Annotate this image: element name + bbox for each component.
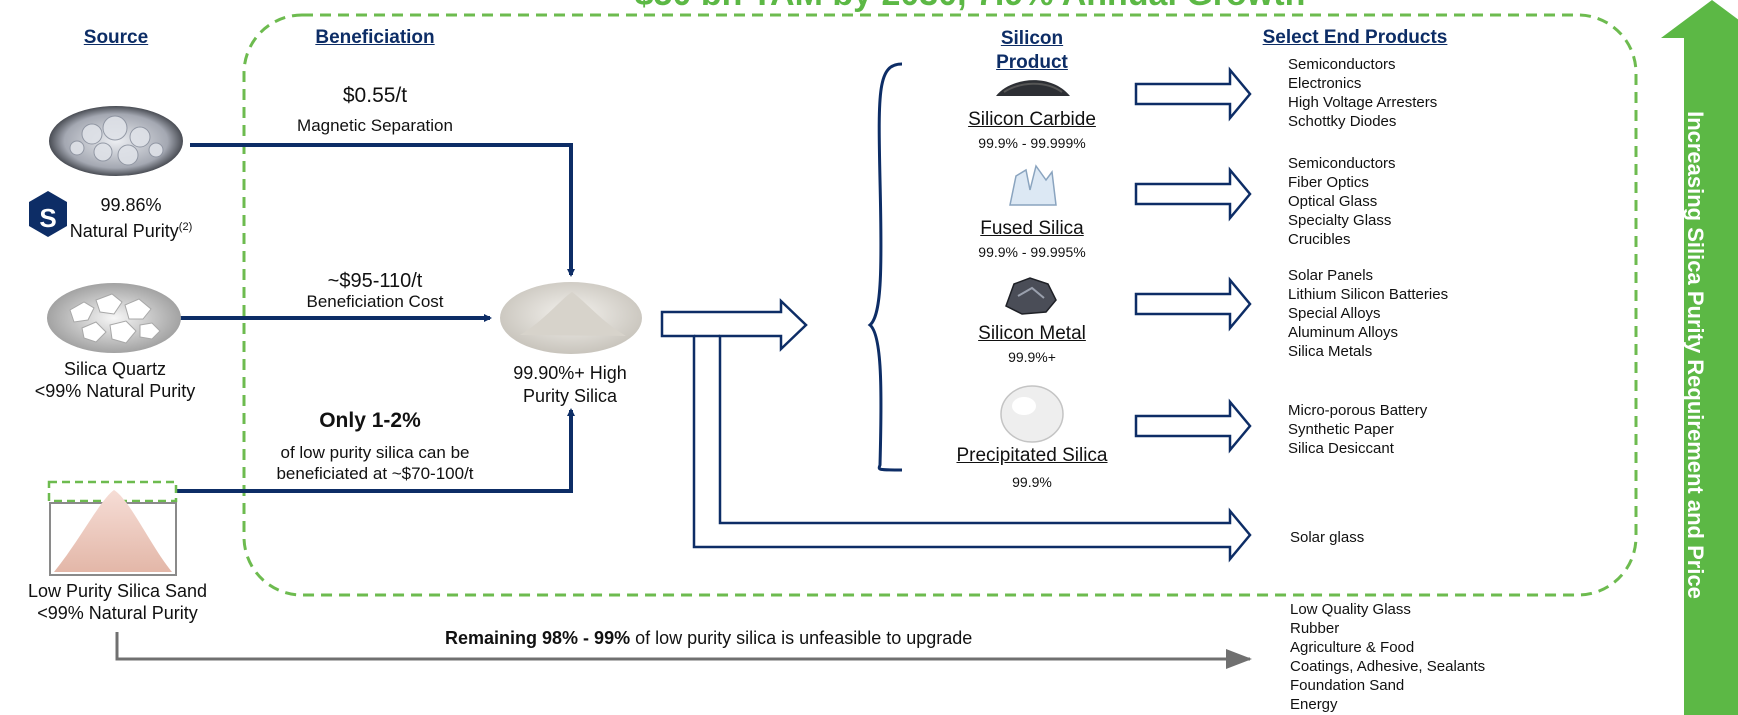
product-brace (867, 62, 903, 472)
end-product-item: Foundation Sand (1290, 677, 1405, 694)
fused-silica-icon (1009, 164, 1057, 206)
end-product-item: Optical Glass (1288, 193, 1378, 210)
end-product-item: Silica Metals (1288, 343, 1373, 360)
low-purity-sand-name: Low Purity Silica Sand (27, 581, 208, 601)
end-products-solar-glass: Solar glass (1290, 528, 1364, 547)
silica-quartz-purity: <99% Natural Purity (34, 381, 196, 401)
silica-quartz-image (47, 283, 181, 353)
end-products-silicon-carbide: Semiconductors Electronics High Voltage … (1288, 55, 1437, 131)
magnetic-separation-arrow (190, 143, 575, 277)
silica-quartz-label: Silica Quartz <99% Natural Purity (10, 358, 220, 402)
high-purity-flow-arrow (660, 298, 1252, 563)
high-purity-line1: 99.90%+ High (513, 363, 627, 383)
only-percent-line2: beneficiated at ~$70-100/t (276, 464, 474, 483)
header-silicon-product: Silicon Product (976, 27, 1088, 75)
product-purity: 99.9%+ (1008, 349, 1056, 365)
beneficiation-cost-label: Beneficiation Cost (306, 292, 444, 311)
product-name: Precipitated Silica (956, 445, 1108, 466)
low-purity-sand-purity: <99% Natural Purity (37, 603, 198, 623)
natural-purity-value: 99.86% (100, 195, 162, 215)
product-purity: 99.9% (1012, 474, 1052, 490)
end-product-item: Semiconductors (1288, 155, 1396, 172)
header-beneficiation: Beneficiation (315, 27, 435, 48)
end-product-item: Special Alloys (1288, 305, 1381, 322)
logo-letter: S (39, 203, 57, 233)
remaining-bold-1: Remaining (445, 628, 538, 648)
end-products-precipitated-silica: Micro-porous Battery Synthetic Paper Sil… (1288, 401, 1427, 458)
end-product-item: Fiber Optics (1288, 174, 1369, 191)
market-banner: $50 bn TAM by 2030, 7.9% Annual Growth (560, 0, 1380, 12)
silica-quartz-name: Silica Quartz (63, 359, 167, 379)
end-product-item: High Voltage Arresters (1288, 94, 1438, 111)
silicon-carbide-icon (996, 80, 1070, 96)
company-logo (29, 191, 67, 237)
only-percent-line1: of low purity silica can be (280, 443, 470, 462)
natural-purity-text: Natural Purity(2) (46, 216, 216, 242)
header-source: Source (83, 27, 149, 48)
end-products-fused-silica: Semiconductors Fiber Optics Optical Glas… (1288, 154, 1396, 249)
end-product-item: Silica Desiccant (1288, 440, 1394, 457)
unfeasible-upgrade-arrow (115, 632, 1252, 669)
product-precipitated-silica: Precipitated Silica 99.9% (940, 444, 1124, 496)
high-purity-line2: Purity Silica (522, 386, 618, 406)
magnetic-cost: $0.55/t (342, 84, 408, 107)
product-silicon-carbide: Silicon Carbide 99.9% - 99.999% (950, 108, 1114, 154)
low-purity-upgrade-arrow (176, 408, 575, 493)
product-purity: 99.9% - 99.999% (978, 135, 1086, 151)
magnetic-label: Magnetic Separation (297, 116, 453, 135)
arrow-precipitated-silica (1134, 398, 1252, 454)
end-product-item: Schottky Diodes (1288, 113, 1397, 130)
product-name: Silicon Metal (978, 323, 1086, 344)
end-product-item: Energy (1290, 696, 1338, 713)
arrow-silicon-metal (1134, 276, 1252, 332)
beneficiation-cost-value: ~$95-110/t (327, 270, 423, 292)
remaining-bold-2: 98% - 99% (542, 628, 631, 648)
end-products-silicon-metal: Solar Panels Lithium Silicon Batteries S… (1288, 266, 1448, 361)
natural-purity-caption: Natural Purity (69, 221, 179, 241)
header-end-products: Select End Products (1262, 27, 1448, 48)
end-product-item: Crucibles (1288, 231, 1351, 248)
remaining-rest: of low purity silica is unfeasible to up… (635, 628, 973, 648)
product-silicon-metal: Silicon Metal 99.9%+ (950, 322, 1114, 368)
header-silicon-product-line2: Product (996, 52, 1068, 73)
end-product-item: Micro-porous Battery (1288, 402, 1428, 419)
natural-silica-image (49, 106, 183, 176)
end-product-item: Lithium Silicon Batteries (1288, 286, 1449, 303)
end-product-item: Coatings, Adhesive, Sealants (1290, 658, 1486, 675)
end-product-item: Aluminum Alloys (1288, 324, 1399, 341)
end-product-item: Electronics (1288, 75, 1362, 92)
end-product-item: Rubber (1290, 620, 1340, 637)
arrow-fused-silica (1134, 166, 1252, 222)
side-label: Increasing Silica Purity Requirement and… (1683, 111, 1708, 599)
end-product-item: Agriculture & Food (1290, 639, 1415, 656)
end-products-low-quality: Low Quality Glass Rubber Agriculture & F… (1290, 600, 1485, 714)
silicon-metal-icon (1005, 277, 1057, 315)
product-name: Silicon Carbide (968, 109, 1096, 130)
end-product-item: Synthetic Paper (1288, 421, 1394, 438)
end-product-item: Specialty Glass (1288, 212, 1392, 229)
value-chain-frame (242, 13, 1638, 597)
end-product-item: Solar glass (1290, 529, 1365, 546)
high-purity-label: 99.90%+ High Purity Silica (490, 362, 650, 408)
only-percent-title: Only 1-2% (319, 409, 421, 432)
only-percent-text: of low purity silica can be beneficiated… (250, 442, 500, 484)
natural-purity-footnote: (2) (178, 221, 193, 233)
precipitated-silica-icon (1000, 385, 1064, 443)
low-purity-sand-label: Low Purity Silica Sand <99% Natural Puri… (5, 580, 230, 624)
end-product-item: Semiconductors (1288, 56, 1396, 73)
product-fused-silica: Fused Silica 99.9% - 99.995% (950, 217, 1114, 263)
purity-increase-arrow (1661, 0, 1738, 715)
product-name: Fused Silica (980, 218, 1084, 239)
end-product-item: Solar Panels (1288, 267, 1374, 284)
end-product-item: Low Quality Glass (1290, 601, 1411, 618)
product-purity: 99.9% - 99.995% (978, 244, 1086, 260)
remaining-text: Remaining 98% - 99% of low purity silica… (445, 628, 1065, 649)
arrow-silicon-carbide (1134, 66, 1252, 122)
natural-purity-label: 99.86% Natural Purity(2) (46, 194, 216, 242)
header-silicon-product-line1: Silicon (1000, 28, 1064, 49)
